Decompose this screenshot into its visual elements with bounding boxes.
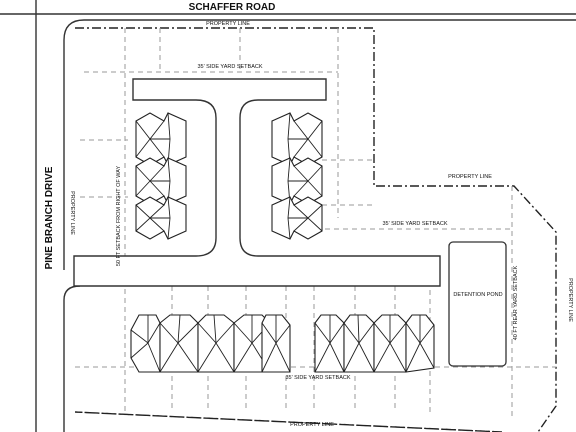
setback-middle-label: 35' SIDE YARD SETBACK [382, 221, 447, 227]
setback-front-label: 50 FT SETBACK FROM RIGHT OF WAY [116, 166, 122, 267]
road-label-north: SCHAFFER ROAD [189, 2, 276, 13]
house-group-northwest [135, 112, 187, 240]
property-line-right-label: PROPERTY LINE [448, 174, 492, 180]
setback-lines [75, 28, 556, 420]
property-line-left-label: PROPERTY LINE [69, 191, 75, 235]
detention-pond-label: DETENTION POND [453, 292, 502, 298]
property-line-top-label: PROPERTY LINE [206, 21, 250, 27]
house [135, 196, 187, 240]
house [271, 196, 323, 240]
internal-drive [73, 78, 441, 287]
house [261, 314, 291, 373]
house [314, 314, 345, 373]
house [135, 112, 187, 166]
house [271, 112, 323, 166]
house [271, 157, 323, 205]
house [159, 314, 199, 373]
house-group-northeast [271, 112, 323, 240]
house [130, 314, 161, 373]
property-line-east-edge-label: PROPERTY LINE [567, 278, 573, 322]
house [343, 314, 375, 373]
house [135, 157, 187, 205]
road-label-west: PINE BRANCH DRIVE [44, 166, 55, 269]
property-line-outline [74, 27, 557, 432]
house-row-south [130, 314, 435, 373]
setback-rear-label: 40 FT REAR YARD SETBACK [513, 265, 519, 340]
setback-north-label: 35' SIDE YARD SETBACK [197, 64, 262, 70]
property-line-bottom-label: PROPERTY LINE [290, 422, 334, 428]
pine-branch-corner-south [63, 285, 81, 432]
property-boundary [74, 27, 557, 432]
setback-south-label: 35' SIDE YARD SETBACK [285, 375, 350, 381]
house [405, 314, 435, 373]
detention-pond [448, 241, 507, 367]
house [373, 314, 407, 373]
pine-branch-corner-north [63, 19, 576, 270]
house [197, 314, 235, 373]
